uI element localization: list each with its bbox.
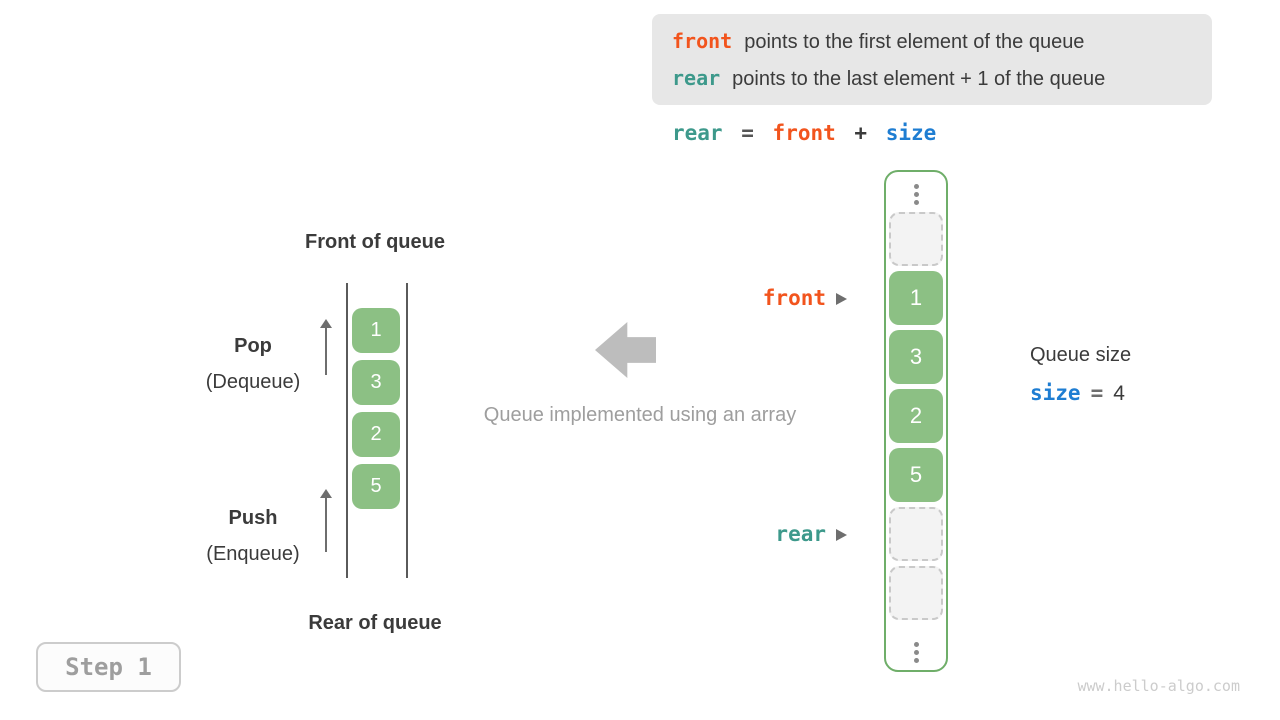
- size-variable: size: [1030, 381, 1081, 405]
- array-cell-empty: [889, 507, 943, 561]
- front-pointer-arrow-icon: [836, 292, 847, 305]
- enqueue-label: (Enqueue): [206, 543, 300, 565]
- array-cell-value: 1: [889, 271, 943, 325]
- front-of-queue-heading: Front of queue: [305, 231, 445, 253]
- size-value: 4: [1113, 382, 1125, 405]
- left-queue-cell: 2: [352, 412, 400, 457]
- array-cell-empty: [889, 566, 943, 620]
- queue-size-title: Queue size: [1030, 344, 1132, 366]
- note-line-rear: rear points to the last element + 1 of th…: [672, 62, 1212, 95]
- ellipsis-icon: [913, 639, 919, 665]
- left-queue-cell: 3: [352, 360, 400, 405]
- array-cell-value: 5: [889, 448, 943, 502]
- formula: rear = front + size: [672, 121, 942, 145]
- formula-plus: +: [854, 121, 868, 145]
- rear-pointer-text: rear: [775, 521, 826, 546]
- step-badge: Step 1: [36, 642, 181, 692]
- formula-size: size: [885, 121, 937, 145]
- array-cell-value: 2: [889, 389, 943, 443]
- front-pointer-text: front: [762, 285, 826, 310]
- front-pointer-label: front: [705, 286, 847, 311]
- left-queue-wall-right: [406, 283, 408, 578]
- formula-front: front: [772, 121, 836, 145]
- rear-keyword: rear: [672, 65, 721, 90]
- size-equals: =: [1090, 381, 1104, 405]
- push-label: Push: [228, 507, 278, 529]
- note-line-front: front points to the first element of the …: [672, 25, 1212, 58]
- left-queue-cell: 1: [352, 308, 400, 353]
- left-queue-wall-left: [346, 283, 348, 578]
- rear-pointer-arrow-icon: [836, 528, 847, 541]
- push-arrow-icon: [320, 489, 332, 552]
- pop-label: Pop: [234, 335, 272, 357]
- formula-equals: =: [741, 121, 754, 145]
- note-line-rear-text: points to the last element + 1 of the qu…: [732, 67, 1106, 90]
- array-caption: Queue implemented using an array: [483, 404, 797, 426]
- note-box: front points to the first element of the …: [652, 14, 1212, 105]
- formula-rear: rear: [672, 121, 723, 145]
- left-block-arrow-icon: [595, 322, 656, 378]
- array-cell-empty: [889, 212, 943, 266]
- watermark: www.hello-algo.com: [1077, 677, 1240, 695]
- rear-pointer-label: rear: [705, 522, 847, 547]
- rear-of-queue-heading: Rear of queue: [308, 612, 442, 634]
- ellipsis-icon: [913, 181, 919, 207]
- front-keyword: front: [672, 28, 733, 53]
- left-queue-cell: 5: [352, 464, 400, 509]
- dequeue-label: (Dequeue): [205, 371, 301, 393]
- note-line-front-text: points to the first element of the queue: [744, 30, 1085, 53]
- pop-arrow-icon: [320, 319, 332, 375]
- queue-size-line: size = 4: [1030, 381, 1125, 406]
- array-cell-value: 3: [889, 330, 943, 384]
- left-queue-stack: 1 3 2 5: [352, 308, 400, 509]
